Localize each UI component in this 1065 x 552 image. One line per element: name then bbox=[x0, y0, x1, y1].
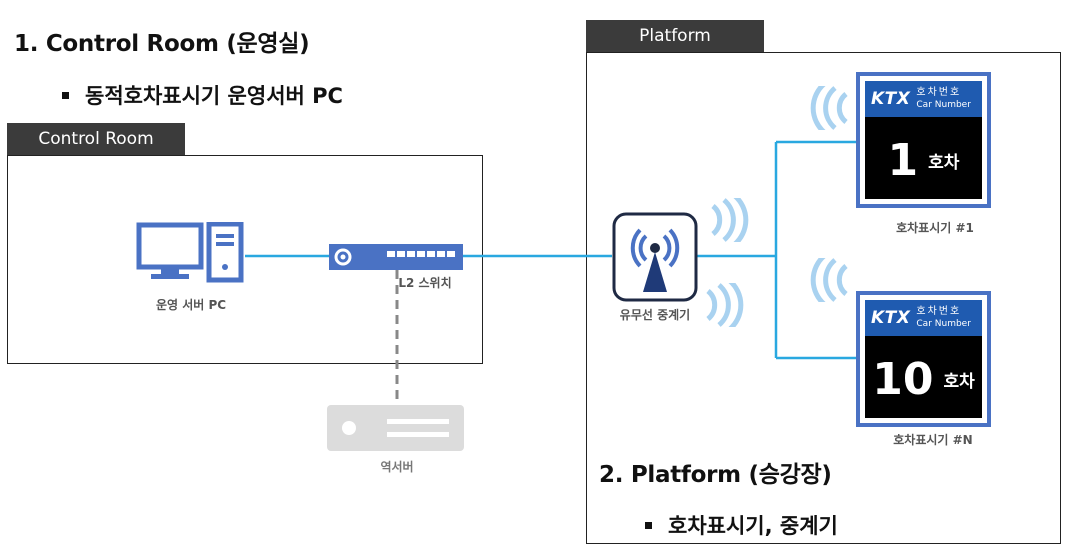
heading-control-room: 1. Control Room (운영실) bbox=[14, 31, 310, 57]
bullet-marker bbox=[62, 91, 69, 99]
control-room-tab: Control Room bbox=[7, 123, 185, 155]
wireless-wave-icon bbox=[810, 258, 848, 302]
sign-title-en: Car Number bbox=[916, 319, 971, 329]
car-number: 1 bbox=[887, 134, 919, 186]
sign-panel: KTX 호차번호 Car Number 10 호차 bbox=[865, 300, 982, 418]
station-server-label: 역서버 bbox=[380, 460, 414, 474]
server-pc-label: 운영 서버 PC bbox=[155, 298, 227, 312]
bullet-platform: 호차표시기, 중계기 bbox=[645, 510, 838, 540]
bullet-marker bbox=[645, 521, 652, 529]
ktx-logo: KTX bbox=[871, 89, 911, 109]
server-icon bbox=[327, 405, 464, 451]
bullet-control-room: 동적호차표시기 운영서버 PC bbox=[62, 80, 343, 110]
sign-title-ko: 호차번호 bbox=[916, 306, 962, 317]
sign-header: KTX 호차번호 Car Number bbox=[865, 300, 982, 336]
switch-label: L2 스위치 bbox=[398, 276, 452, 290]
sign-header: KTX 호차번호 Car Number bbox=[865, 81, 982, 117]
wireless-wave-icon bbox=[706, 283, 744, 327]
car-number-sign-1: KTX 호차번호 Car Number 1 호차 bbox=[856, 72, 991, 208]
bullet-text: 동적호차표시기 운영서버 PC bbox=[85, 84, 343, 108]
bullet-text: 호차표시기, 중계기 bbox=[668, 514, 838, 538]
car-unit: 호차 bbox=[943, 371, 975, 392]
monitor-icon bbox=[136, 222, 244, 283]
switch-icon bbox=[329, 244, 463, 270]
wireless-wave-icon bbox=[810, 86, 848, 130]
repeater-label: 유무선 중계기 bbox=[619, 308, 691, 322]
tower-icon bbox=[612, 212, 698, 302]
car-number-sign-n: KTX 호차번호 Car Number 10 호차 bbox=[856, 291, 991, 427]
car-unit: 호차 bbox=[928, 152, 960, 173]
sign-title-en: Car Number bbox=[916, 100, 971, 110]
sign-number-area: 1 호차 bbox=[865, 121, 982, 199]
sign-1-caption: 호차표시기 #1 bbox=[896, 221, 974, 235]
sign-panel: KTX 호차번호 Car Number 1 호차 bbox=[865, 81, 982, 199]
sign-title: 호차번호 Car Number bbox=[916, 306, 971, 330]
wireless-wave-icon bbox=[711, 198, 749, 242]
ktx-logo: KTX bbox=[871, 308, 911, 328]
sign-number-area: 10 호차 bbox=[865, 340, 982, 418]
car-number: 10 bbox=[872, 353, 934, 405]
platform-tab: Platform bbox=[586, 20, 764, 52]
sign-title-ko: 호차번호 bbox=[916, 87, 962, 98]
sign-title: 호차번호 Car Number bbox=[916, 87, 971, 111]
sign-n-caption: 호차표시기 #N bbox=[893, 433, 973, 447]
heading-platform: 2. Platform (승강장) bbox=[599, 462, 832, 488]
